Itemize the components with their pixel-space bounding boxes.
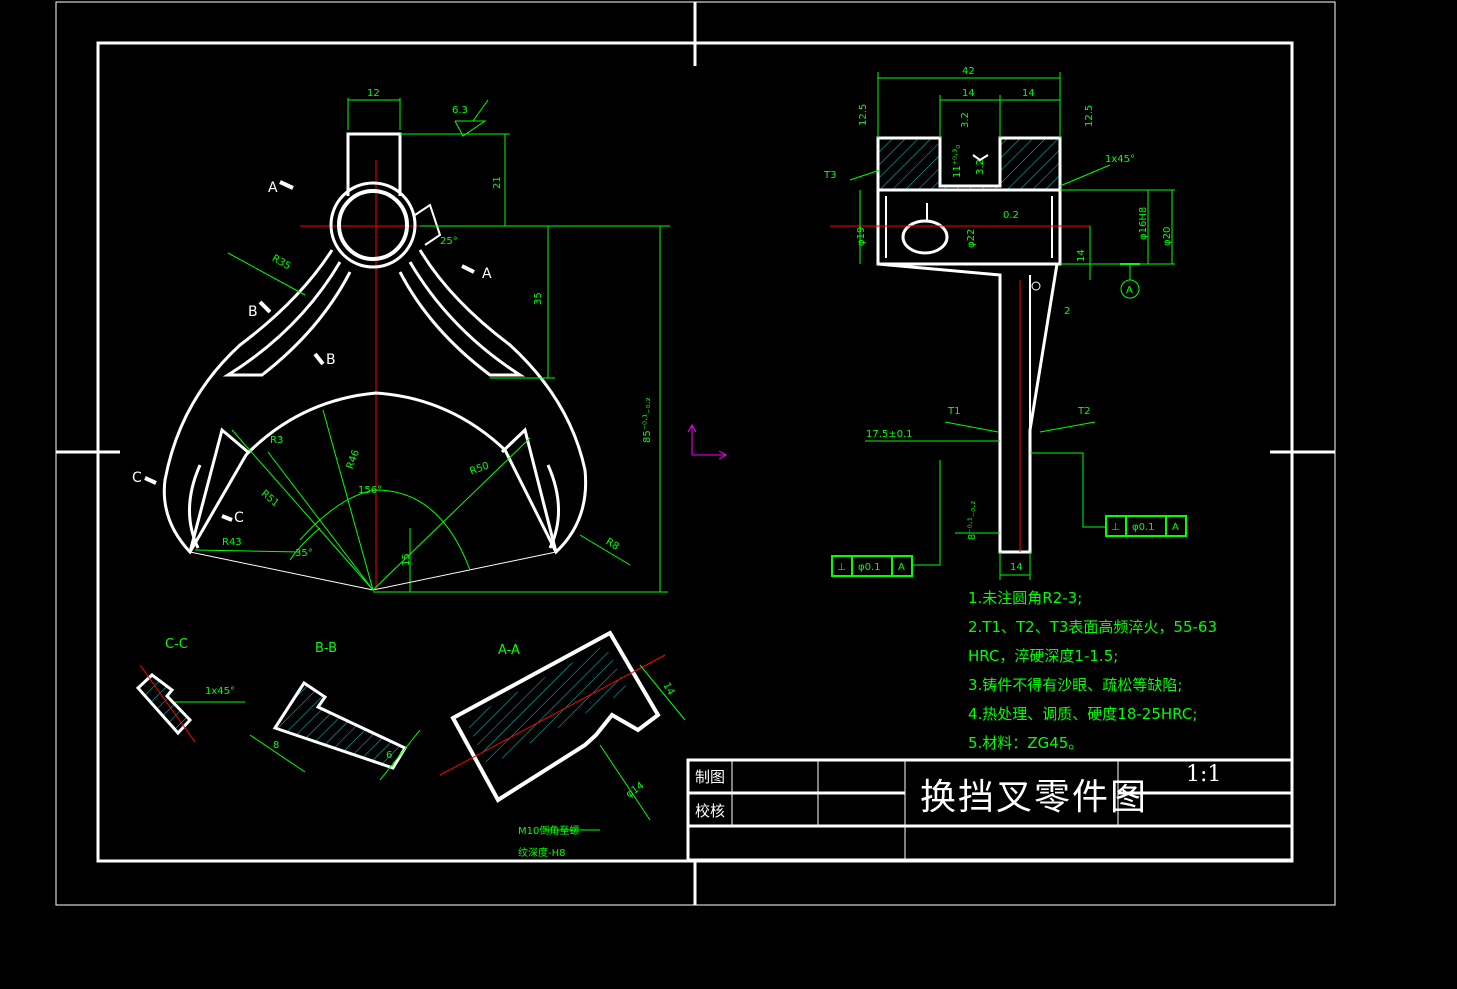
dim-14-hub: 14 (1076, 249, 1087, 262)
dim-156: 156° (358, 485, 382, 496)
tolerance-frame-2: ⊥ φ0.1 A (1105, 515, 1187, 537)
section-cc-title: C-C (165, 637, 188, 652)
dim-14-bottom: 14 (1010, 562, 1023, 573)
tol1-symbol: ⊥ (837, 562, 846, 573)
dim-8: 8⁻⁰·¹₋₀.₂ (967, 501, 978, 540)
thread-note-1: M10倒角至螺 (518, 825, 579, 837)
checked-by-label: 校核 (695, 802, 726, 820)
dim-2: 2 (1064, 306, 1070, 317)
front-view: 12 21 35 85⁻⁰·¹₋₀.₂ R35 R3 R46 R50 R51 R… (132, 88, 670, 593)
section-mark-c1: C (132, 470, 142, 486)
dim-42: 42 (962, 66, 975, 77)
note-4: 4.热处理、调质、硬度18-25HRC; (968, 705, 1198, 723)
dim-35: 35 (533, 292, 544, 305)
section-aa-title: A-A (498, 643, 520, 658)
section-mark-a2: A (482, 266, 492, 282)
section-mark-c2: C (234, 510, 244, 526)
section-bb: B-B 8 6 (249, 641, 421, 781)
section-mark-b2: B (326, 352, 336, 368)
side-view: ⊥ φ0.1 A ⊥ φ0.1 A 42 14 14 12.5 12.5 3.2… (823, 66, 1187, 580)
dim-35deg: 35° (295, 548, 313, 559)
dim-3-2-inner: 3.2 (975, 159, 986, 175)
bb-6: 6 (386, 750, 392, 761)
dim-3-2-top: 3.2 (960, 112, 971, 128)
aa-14: 14 (660, 681, 676, 698)
dim-85: 85⁻⁰·¹₋₀.₂ (642, 397, 653, 443)
tol2-value: φ0.1 (1132, 522, 1155, 533)
datum-a-circle (1120, 279, 1140, 299)
note-2b: HRC，淬硬深度1-1.5; (968, 647, 1119, 665)
tol1-value: φ0.1 (858, 562, 881, 573)
dim-r43: R43 (222, 537, 242, 548)
cc-chamfer: 1x45° (205, 686, 235, 697)
dim-0-2: 0.2 (1003, 210, 1019, 221)
tol2-datum: A (1172, 522, 1179, 533)
dim-r51: R51 (259, 488, 281, 509)
drawing-title: 换挡叉零件图 (920, 777, 1149, 818)
dim-phi20: φ20 (1162, 227, 1173, 246)
dim-12-5-left: 12.5 (858, 104, 869, 126)
dim-phi16h8: φ16H8 (1138, 207, 1149, 240)
bb-8: 8 (273, 740, 279, 751)
thread-note-2: 纹深度-H8 (518, 846, 566, 859)
section-mark-a1: A (268, 180, 278, 196)
tol2-symbol: ⊥ (1111, 522, 1120, 533)
inner-frame (96, 41, 1294, 863)
dim-1x45: 1x45° (1105, 154, 1135, 165)
dim-15: 15 (401, 553, 412, 566)
title-block (686, 758, 1294, 862)
dim-11: 11⁺⁰·³₀ (952, 145, 963, 178)
section-bb-title: B-B (315, 641, 337, 656)
datum-a-label: A (1126, 285, 1133, 296)
tol1-datum: A (898, 562, 905, 573)
label-t1: T1 (947, 406, 960, 417)
dim-25deg: 25° (440, 236, 458, 247)
dim-17-5: 17.5±0.1 (866, 429, 913, 440)
ucs-icon (687, 423, 728, 460)
dim-r50: R50 (468, 460, 490, 477)
drawn-by-label: 制图 (695, 768, 726, 786)
note-2: 2.T1、T2、T3表面高频淬火，55-63 (968, 618, 1218, 636)
section-mark-b1: B (248, 304, 258, 320)
dim-21: 21 (492, 176, 503, 189)
section-cc: C-C 1x45° (135, 637, 245, 743)
note-1: 1.未注圆角R2-3; (968, 589, 1083, 607)
dim-12-5-right: 12.5 (1084, 105, 1095, 127)
tolerance-frame-1: ⊥ φ0.1 A (831, 555, 913, 577)
section-aa: A-A 14 φ14 M10倒角至螺 纹深度-H8 (439, 630, 686, 859)
dim-12: 12 (367, 88, 380, 99)
dim-phi19: φ19 (856, 227, 867, 246)
drawing-scale: 1:1 (1186, 762, 1222, 787)
dim-14-right: 14 (1022, 88, 1035, 99)
dim-r35: R35 (270, 253, 293, 272)
note-3: 3.铸件不得有沙眼、疏松等缺陷; (968, 676, 1183, 694)
dim-phi22: φ22 (966, 229, 977, 248)
label-t2: T2 (1077, 406, 1090, 417)
note-5: 5.材料：ZG45。 (968, 734, 1084, 752)
dim-r3: R3 (270, 435, 283, 446)
dim-r46: R46 (345, 448, 362, 470)
roughness-6-3: 6.3 (452, 105, 468, 116)
dim-14-left: 14 (962, 88, 975, 99)
label-t3: T3 (823, 170, 836, 181)
